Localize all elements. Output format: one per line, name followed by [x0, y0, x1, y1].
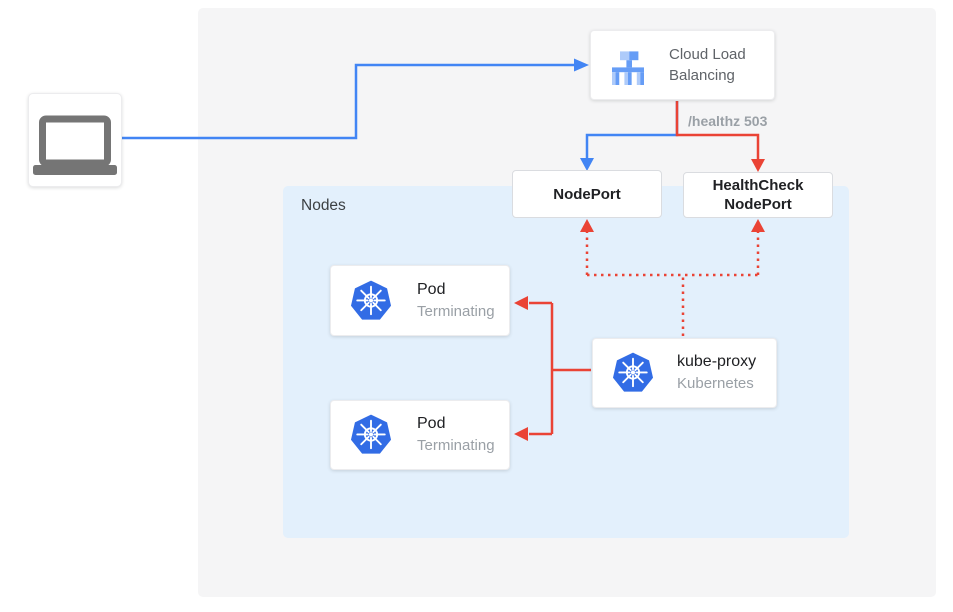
nodes-panel-label: Nodes [301, 197, 346, 214]
healthz-503-annotation: /healthz 503 [688, 113, 768, 129]
client-node [28, 93, 122, 187]
cloud-load-balancing-node: Cloud Load Balancing [590, 30, 775, 100]
kube-proxy-subtitle: Kubernetes [677, 375, 754, 392]
nodeport-label: NodePort [553, 185, 621, 203]
healthcheck-nodeport-label-line1: HealthCheck [712, 177, 804, 194]
laptop-icon [33, 102, 117, 178]
pod-title: Pod [417, 280, 446, 298]
nodeport-node: NodePort [512, 170, 662, 218]
kube-proxy-title: kube-proxy [677, 353, 757, 370]
cloud-load-balancing-label: Cloud Load Balancing [669, 46, 746, 84]
load-balancer-icon [604, 41, 652, 89]
pod-terminating-node-2: Pod Terminating [330, 400, 510, 470]
pod-title: Pod [417, 415, 446, 432]
kubernetes-icon [349, 279, 393, 323]
healthcheck-nodeport-label-line2: NodePort [724, 196, 792, 213]
kubernetes-icon [611, 351, 655, 395]
pod-terminating-node-1: Pod Terminating [330, 265, 510, 336]
kube-proxy-node: kube-proxy Kubernetes [592, 338, 777, 408]
healthcheck-nodeport-node: HealthCheck NodePort [683, 172, 833, 218]
pod-status: Terminating [417, 437, 495, 454]
kubernetes-icon [349, 413, 393, 457]
pod-status: Terminating [417, 302, 495, 320]
